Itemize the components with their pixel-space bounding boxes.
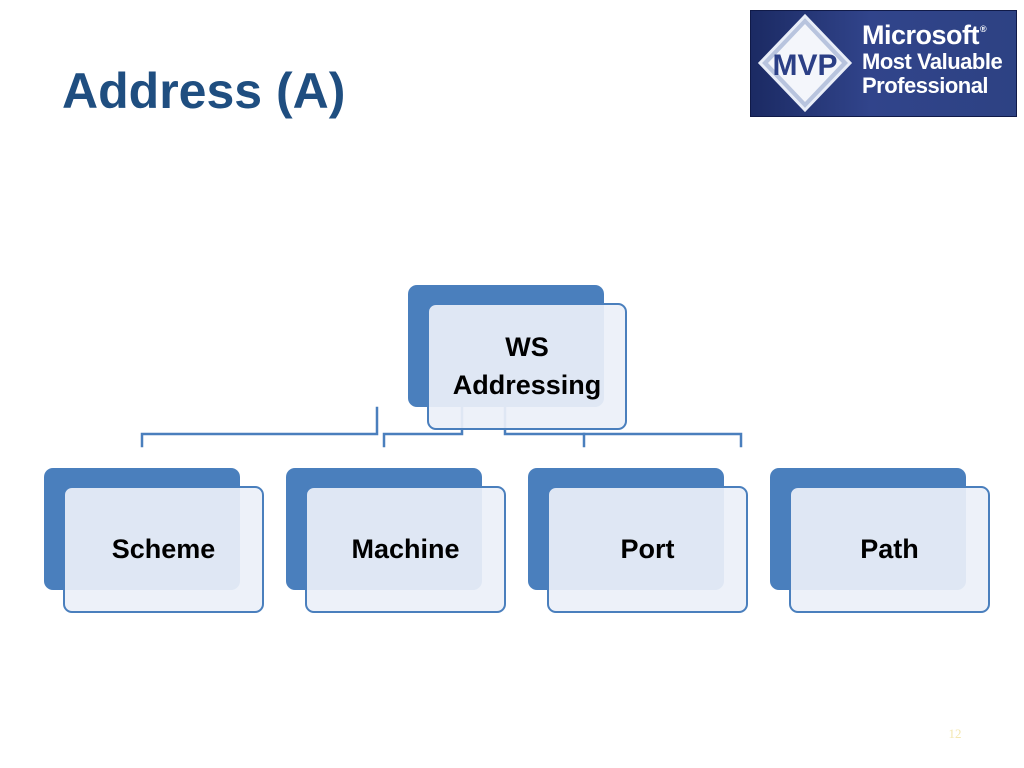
node-ws-addressing-line1: WS xyxy=(505,331,549,362)
node-port: Port xyxy=(547,486,748,613)
node-machine: Machine xyxy=(305,486,506,613)
node-ws-addressing: WS Addressing xyxy=(427,303,627,430)
node-path: Path xyxy=(789,486,990,613)
node-machine-label: Machine xyxy=(351,533,460,564)
mvp-badge-text: Microsoft® Most Valuable Professional xyxy=(862,22,1003,98)
mvp-badge: MVP Microsoft® Most Valuable Professiona… xyxy=(750,10,1017,117)
badge-brand-text: Microsoft xyxy=(862,20,980,50)
node-scheme: Scheme xyxy=(63,486,264,613)
node-ws-addressing-label: WS Addressing xyxy=(453,329,602,405)
connector-scheme xyxy=(140,406,379,448)
badge-line-1: Most Valuable xyxy=(862,49,1003,74)
node-ws-addressing-line2: Addressing xyxy=(452,369,602,400)
badge-registered-mark: ® xyxy=(980,24,987,34)
node-path-label: Path xyxy=(860,533,919,564)
page-number: 12 xyxy=(948,726,962,741)
mvp-diamond-logo: MVP xyxy=(750,10,860,117)
slide-title: Address (A) xyxy=(62,63,346,119)
node-scheme-label: Scheme xyxy=(111,533,216,564)
mvp-logo-text: MVP xyxy=(772,49,837,82)
connector-path xyxy=(582,432,743,448)
node-port-label: Port xyxy=(620,533,675,564)
badge-line-2: Professional xyxy=(862,73,989,98)
badge-brand: Microsoft® xyxy=(862,22,1002,49)
